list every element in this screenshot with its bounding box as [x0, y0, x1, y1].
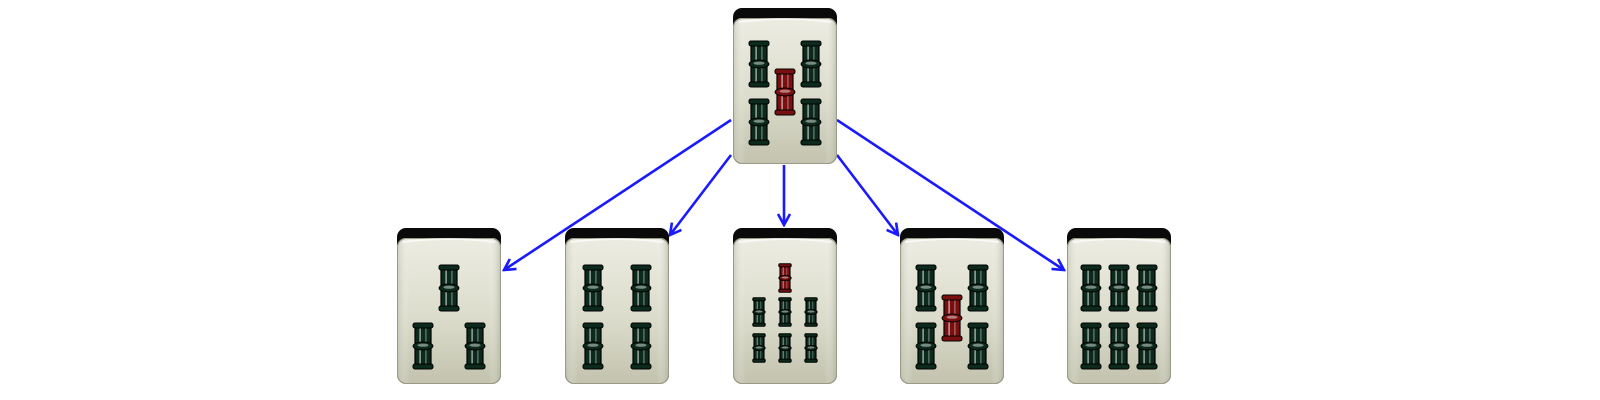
bamboo-stick-icon	[1080, 264, 1102, 312]
bamboo-stick-icon	[778, 333, 792, 363]
bamboo-stick-icon	[800, 40, 822, 88]
bamboo-stick-icon	[915, 264, 937, 312]
child-tile-2	[565, 228, 669, 384]
bamboo-stick-icon	[752, 297, 766, 327]
bamboo-stick-icon	[748, 98, 770, 146]
bamboo-stick-icon	[1108, 264, 1130, 312]
bamboo-stick-icon	[748, 40, 770, 88]
root-tile	[733, 8, 837, 164]
bamboo-stick-icon	[941, 294, 963, 342]
bamboo-stick-icon	[1136, 264, 1158, 312]
bamboo-stick-icon	[752, 333, 766, 363]
bamboo-stick-icon	[967, 264, 989, 312]
bamboo-stick-icon	[1108, 322, 1130, 370]
arrow-to-child-2	[670, 154, 733, 235]
arrow-to-child-1	[504, 118, 732, 270]
child-tile-3	[733, 228, 837, 384]
arrows-layer	[504, 118, 1064, 270]
bamboo-stick-icon	[915, 322, 937, 370]
arrow-to-child-4	[835, 154, 898, 235]
bamboo-stick-icon	[582, 264, 604, 312]
bamboo-stick-icon	[582, 322, 604, 370]
tiles-layer	[397, 8, 1171, 384]
arrow-to-child-5	[836, 118, 1064, 270]
bamboo-stick-icon	[800, 98, 822, 146]
bamboo-stick-icon	[412, 322, 434, 370]
bamboo-stick-icon	[778, 263, 792, 293]
bamboo-stick-icon	[1080, 322, 1102, 370]
bamboo-stick-icon	[1136, 322, 1158, 370]
child-tile-1	[397, 228, 501, 384]
child-tile-4	[900, 228, 1004, 384]
child-tile-5	[1067, 228, 1171, 384]
bamboo-stick-icon	[804, 297, 818, 327]
bamboo-stick-icon	[774, 68, 796, 116]
bamboo-stick-icon	[464, 322, 486, 370]
bamboo-stick-icon	[630, 322, 652, 370]
bamboo-stick-icon	[438, 264, 460, 312]
bamboo-stick-icon	[630, 264, 652, 312]
bamboo-stick-icon	[967, 322, 989, 370]
bamboo-stick-icon	[804, 333, 818, 363]
bamboo-stick-icon	[778, 297, 792, 327]
